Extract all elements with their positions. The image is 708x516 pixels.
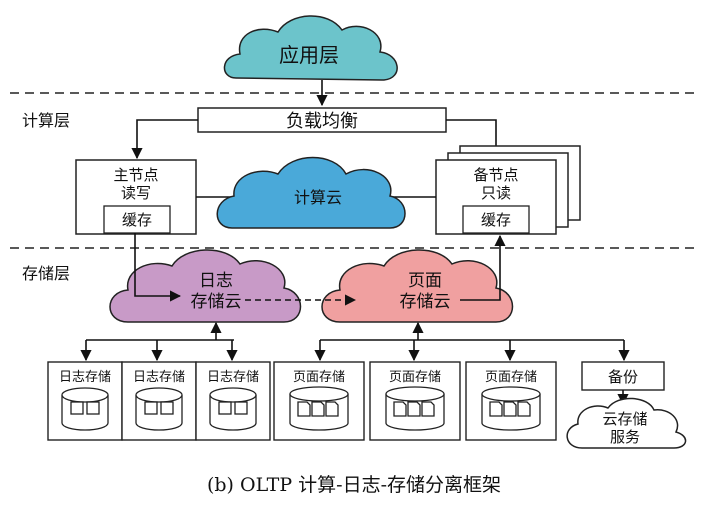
- log-storage-2: 日志存储: [121, 361, 197, 441]
- log-storage-1: 日志存储: [47, 361, 123, 441]
- compute-cloud-label: 计算云: [294, 188, 342, 207]
- log-storage-2-label: 日志存储: [133, 370, 185, 385]
- replica-node-line1: 备节点: [473, 166, 518, 184]
- arrow-lb-to-primary: [131, 119, 198, 160]
- replica-cache-label: 缓存: [481, 211, 511, 229]
- log-storage-1-label: 日志存储: [59, 370, 111, 385]
- cloud-storage-service: [566, 397, 687, 449]
- app-layer-label: 应用层: [279, 43, 339, 67]
- page-storage-3: 页面存储: [465, 361, 557, 441]
- page-storage-cloud: [321, 249, 514, 323]
- primary-node-line2: 读写: [121, 184, 151, 202]
- log-storage-connectors: [80, 321, 238, 362]
- replica-node: 备节点 只读 缓存: [435, 145, 581, 235]
- log-cloud-line1: 日志: [199, 271, 233, 291]
- arrow-primary-to-log: [134, 233, 182, 302]
- storage-layer-label: 存储层: [22, 264, 70, 283]
- page-storage-3-label: 页面存储: [485, 370, 537, 385]
- page-storage-1-label: 页面存储: [293, 370, 345, 385]
- page-storage-connectors: [314, 321, 630, 362]
- backup-box: [581, 361, 665, 391]
- backup-label: 备份: [608, 368, 638, 386]
- primary-cache-box: [103, 205, 171, 234]
- replica-node-line2: 只读: [481, 184, 511, 202]
- load-balancer-box: [197, 107, 447, 133]
- replica-cache-box: [462, 205, 530, 234]
- app-layer-cloud: [223, 15, 398, 81]
- primary-node-line1: 主节点: [113, 166, 158, 184]
- log-storage-3: 日志存储: [195, 361, 271, 441]
- page-cloud-line1: 页面: [408, 271, 442, 291]
- page-cloud-line2: 存储云: [400, 292, 451, 312]
- compute-cloud: [216, 156, 406, 229]
- cloud-service-line2: 服务: [610, 428, 640, 446]
- log-storage-cloud: [109, 249, 302, 323]
- arrow-page-to-replica: [460, 234, 506, 301]
- log-storage-3-label: 日志存储: [207, 370, 259, 385]
- primary-cache-label: 缓存: [122, 211, 152, 229]
- page-storage-1: 页面存储: [273, 361, 365, 441]
- load-balancer-label: 负载均衡: [286, 111, 358, 132]
- page-storage-2-label: 页面存储: [389, 370, 441, 385]
- log-cloud-line2: 存储云: [191, 292, 242, 312]
- cloud-service-line1: 云存储: [602, 410, 647, 428]
- compute-layer-label: 计算层: [22, 111, 70, 130]
- primary-node: 主节点 读写 缓存: [75, 159, 197, 235]
- page-storage-2: 页面存储: [369, 361, 461, 441]
- figure-caption: (b) OLTP 计算-日志-存储分离框架: [206, 474, 501, 496]
